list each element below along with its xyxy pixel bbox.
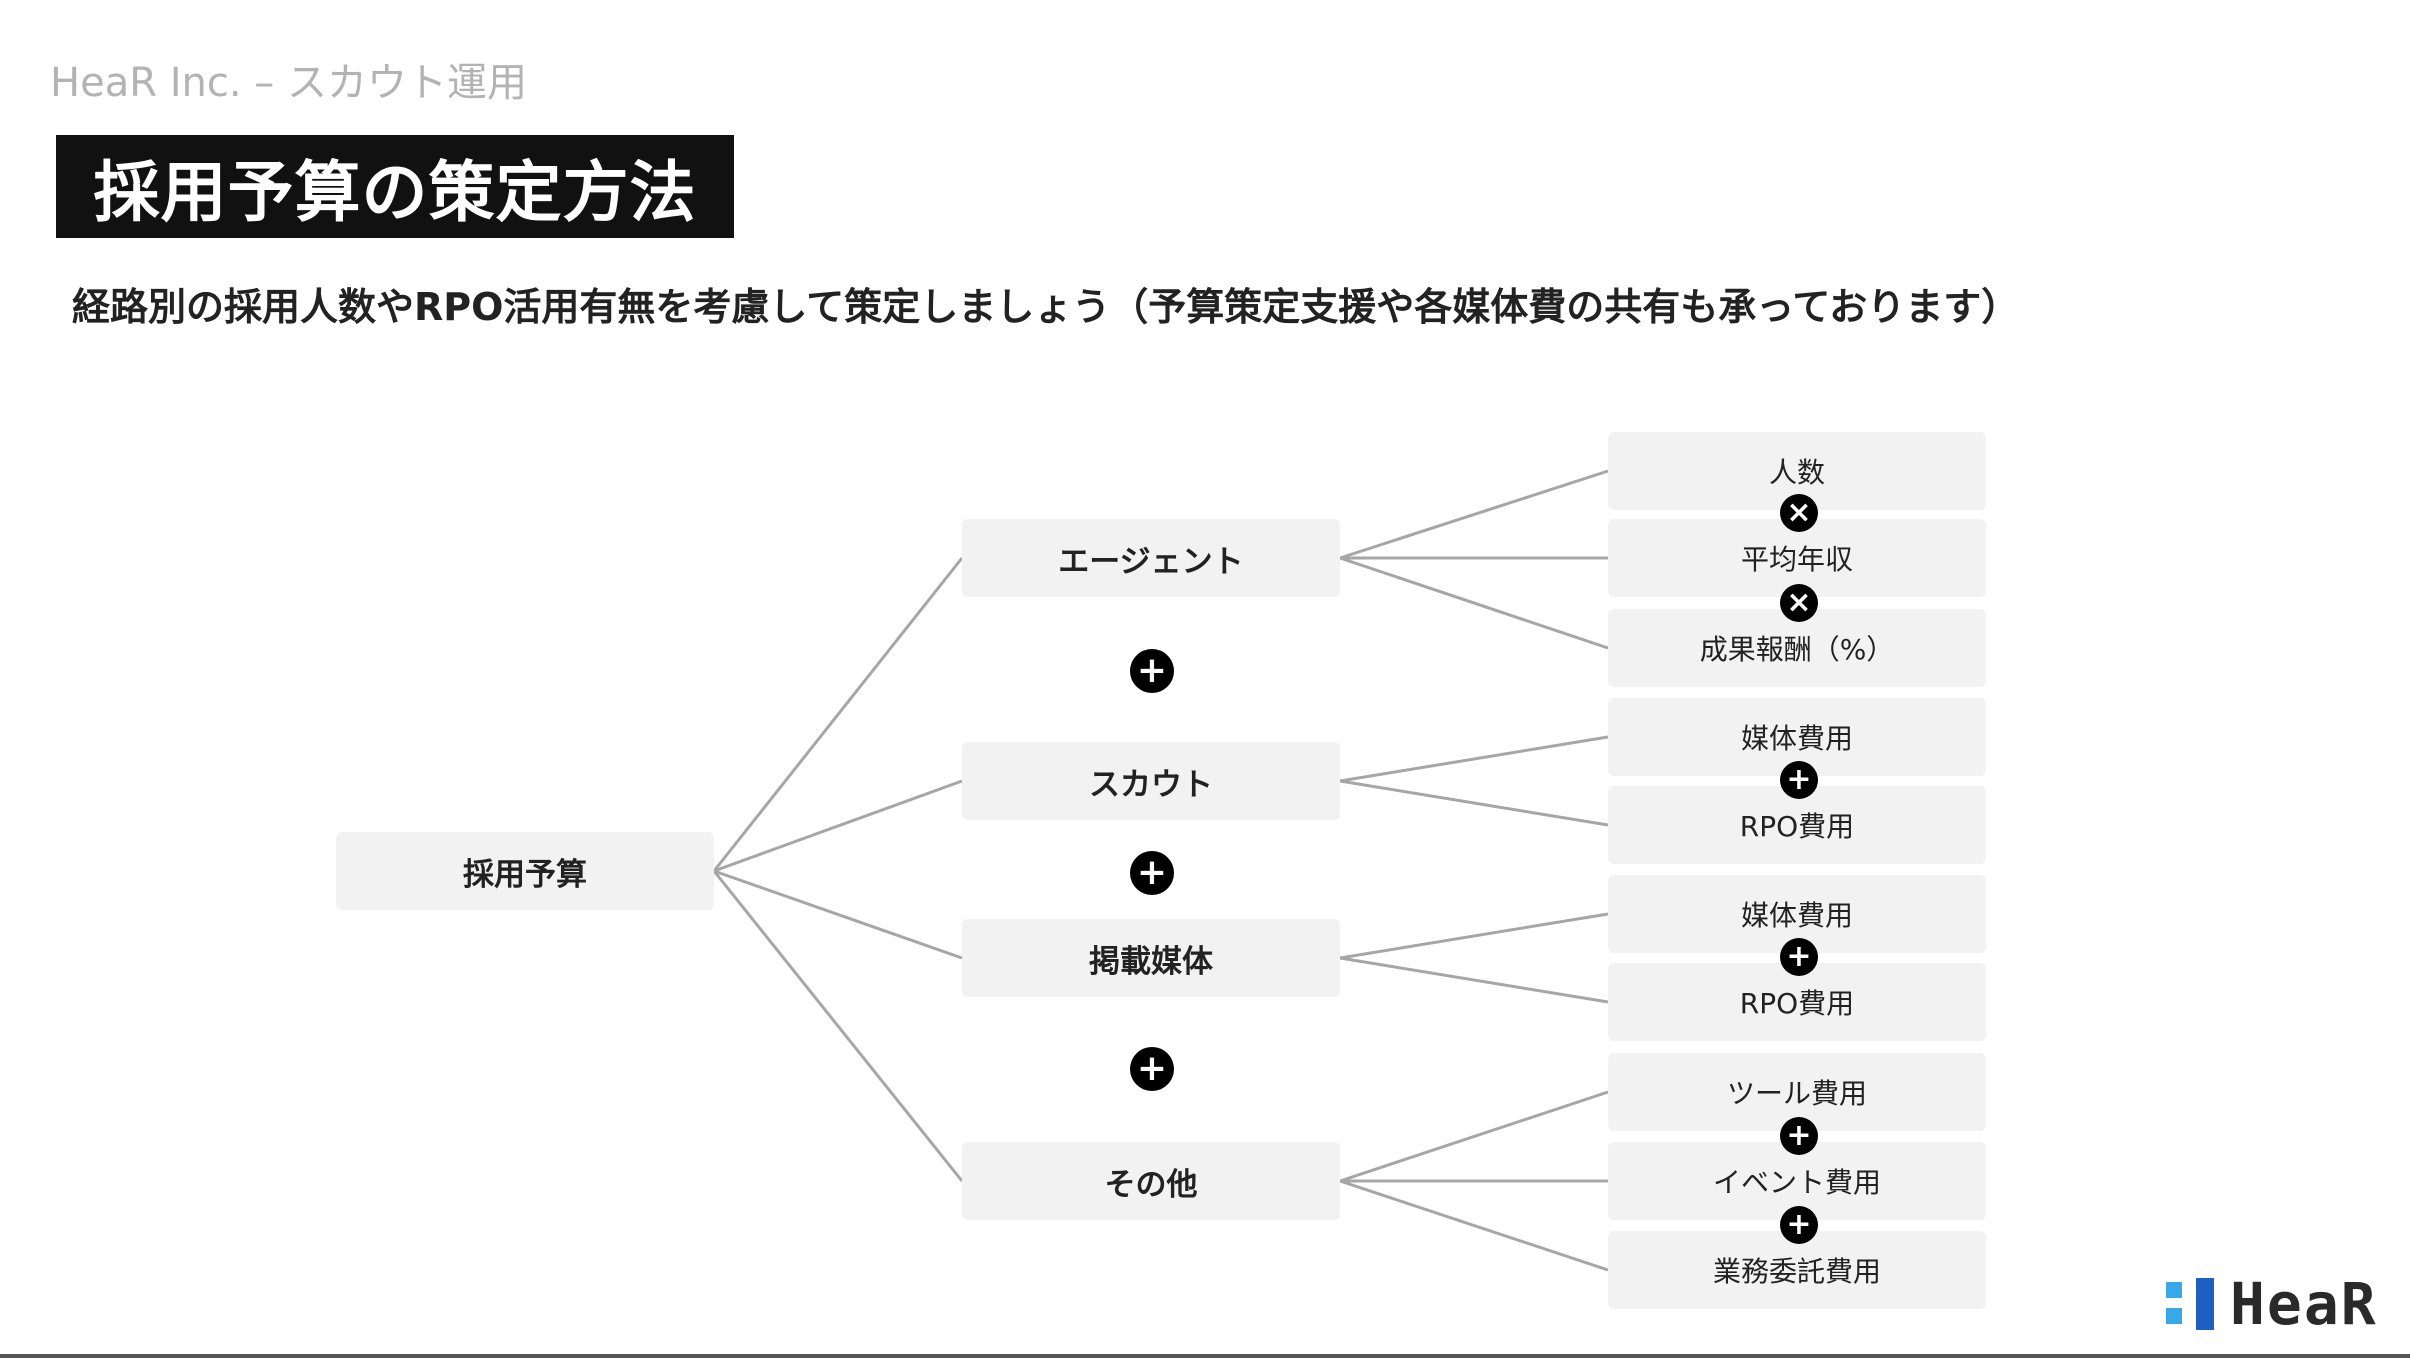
leaf-agent-3: 成果報酬（%） <box>1608 609 1986 687</box>
leaf-scout-2: RPO費用 <box>1608 786 1986 864</box>
connector-other-3 <box>1339 1179 1609 1272</box>
operator-plus-other-2: + <box>1780 1206 1818 1244</box>
hear-logo: HeaR <box>2166 1270 2378 1338</box>
header-label: HeaR Inc. – スカウト運用 <box>50 60 527 106</box>
operator-plus-1: + <box>1130 649 1174 693</box>
operator-plus-scout: + <box>1780 761 1818 799</box>
node-root: 採用予算 <box>336 832 714 910</box>
connector-media-2 <box>1339 956 1609 1004</box>
connector-root-other <box>712 870 964 1182</box>
operator-times-2: × <box>1780 584 1818 622</box>
connector-media-1 <box>1339 912 1609 960</box>
node-branch-media: 掲載媒体 <box>962 919 1340 997</box>
connector-agent-1 <box>1339 469 1609 560</box>
bottom-rule <box>0 1354 2410 1358</box>
leaf-other-2: イベント費用 <box>1608 1142 1986 1220</box>
hear-logo-icon <box>2166 1278 2222 1330</box>
leaf-media-2: RPO費用 <box>1608 963 1986 1041</box>
page-title: 採用予算の策定方法 <box>93 153 697 231</box>
operator-plus-3: + <box>1130 1047 1174 1091</box>
connector-agent-3 <box>1339 556 1609 650</box>
connector-root-agent <box>712 557 964 872</box>
connector-other-1 <box>1339 1090 1609 1183</box>
hear-logo-text: HeaR <box>2230 1270 2378 1338</box>
node-branch-agent: エージェント <box>962 519 1340 597</box>
connector-scout-1 <box>1339 735 1609 783</box>
operator-plus-other-1: + <box>1780 1117 1818 1155</box>
leaf-media-1: 媒体費用 <box>1608 875 1986 953</box>
operator-times-1: × <box>1780 494 1818 532</box>
leaf-agent-1: 人数 <box>1608 432 1986 510</box>
connector-root-media <box>713 869 963 960</box>
node-branch-scout: スカウト <box>962 742 1340 820</box>
title-box: 採用予算の策定方法 <box>56 135 734 238</box>
operator-plus-2: + <box>1130 851 1174 895</box>
connector-root-scout <box>713 779 963 873</box>
leaf-other-3: 業務委託費用 <box>1608 1231 1986 1309</box>
operator-plus-media: + <box>1780 938 1818 976</box>
page-subtitle: 経路別の採用人数やRPO活用有無を考慮して策定しましょう（予算策定支援や各媒体費… <box>72 285 2020 329</box>
node-branch-other: その他 <box>962 1142 1340 1220</box>
connector-scout-2 <box>1339 779 1609 827</box>
